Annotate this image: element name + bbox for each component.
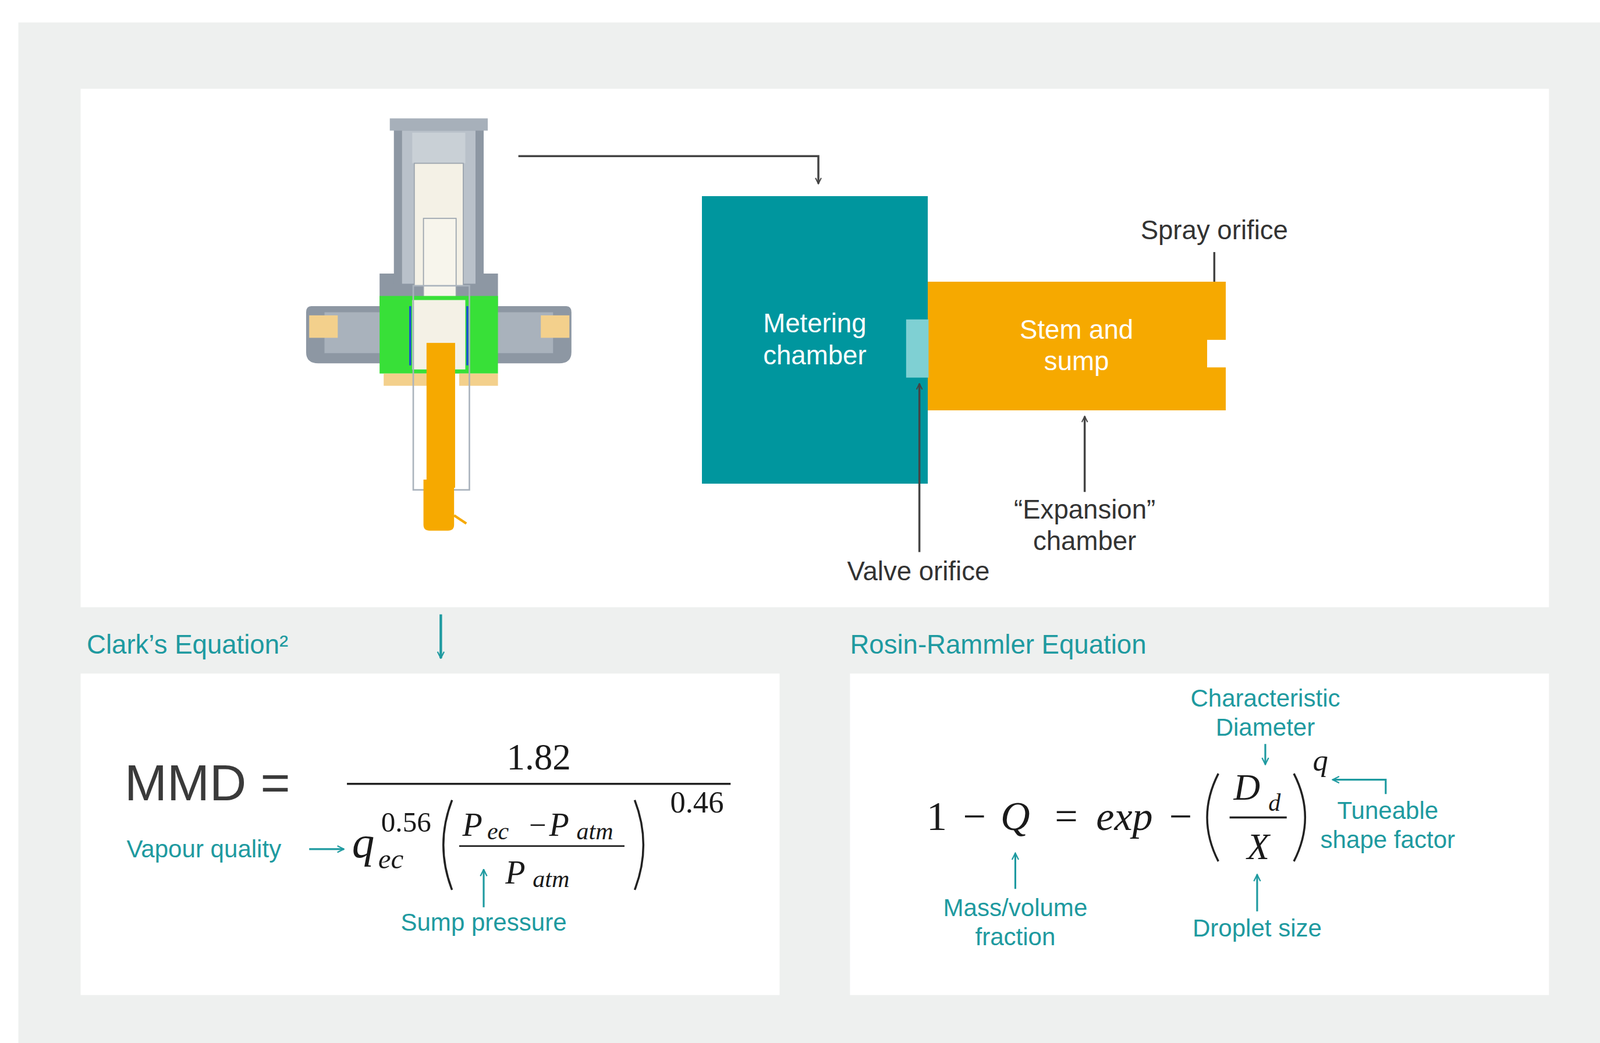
clark-annotation-arrows [309,848,344,850]
section-heading: Rosin-Rammler Equation [849,629,1147,661]
clark-equation-strokes [459,845,625,847]
rosin-annotation-arrows [1256,874,1258,912]
valve-illustration [306,118,572,531]
valve-illustration [413,285,470,491]
valve-illustration [540,315,570,339]
rosin-panel [849,673,1549,995]
rosin-equation-strokes [1229,816,1287,819]
equation-symbol: D [1233,765,1261,810]
callout-label: Spray orifice [1140,214,1289,247]
stem-sump: Stem and sump [927,281,1226,411]
valve-illustration [426,342,456,488]
leader-line [918,383,921,552]
equation-exponent: q [1312,742,1328,779]
callout-label: “Expansion” chamber [998,494,1172,558]
annotation: Sump pressure [400,907,567,938]
annotation: Vapour quality [126,834,282,864]
clark-panel [80,673,780,995]
box-label: Stem and sump [1005,314,1148,378]
valve-illustration [389,118,488,131]
equation-subscript: atm [576,817,614,847]
valve-illustration [309,315,338,339]
equation-symbol: P [505,853,525,892]
equation-term: exp [1095,792,1153,841]
leader-arrows [439,614,442,659]
clark-equation-strokes [634,800,644,890]
annotation: Characteristic Diameter [1163,684,1368,743]
annotation: Droplet size [1192,914,1322,944]
clark-equation-strokes [443,800,453,890]
box-label: Metering chamber [738,307,892,372]
rosin-equation-strokes [1207,773,1219,862]
equation-exponent: 0.56 [381,805,432,840]
equation-operator: − [963,792,987,841]
valve-illustration [423,479,455,531]
rosin-annotation-arrows [1014,853,1017,889]
equation-term: 1 [926,792,947,841]
clark-equation-strokes [346,782,731,786]
rosin-annotation-arrows [1264,743,1266,765]
equation-subscript: ec [487,817,509,847]
annotation: Tuneable shape factor [1308,796,1467,855]
section-heading: Clark’s Equation² [86,629,289,661]
equation-operator: = [1054,792,1078,841]
valve-illustration [466,306,469,366]
leader-arrows [1083,416,1087,492]
metering-chamber: Metering chamber [701,196,928,484]
rosin-equation-strokes [1293,773,1305,862]
valve-illustration [459,373,499,386]
equation-symbol: Q [1000,792,1031,841]
top-panel [80,89,1550,608]
clark-annotation-arrows [482,869,485,908]
callout-label: Valve orifice [846,555,990,588]
leader-arrows [518,155,819,184]
valve-orifice [906,319,929,378]
annotation: Mass/volume fraction [928,893,1102,952]
backdrop [18,22,1600,1043]
equation-symbol: P [462,804,483,844]
equation-subscript: d [1268,788,1281,818]
valve-illustration [412,132,466,164]
spray-orifice-notch [1207,339,1228,368]
equation-symbol: X [1246,825,1270,869]
equation-subscript: atm [532,864,570,894]
valve-illustration [453,515,467,524]
rosin-annotation-arrows [1332,779,1386,795]
equation-subscript: ec [378,842,404,876]
valve-illustration [409,306,412,366]
equation-symbol: q [352,816,375,870]
equation-exponent: 0.46 [669,783,724,821]
equation-symbol: P [549,804,570,844]
equation-term: 1.82 [506,735,571,779]
valve-illustration [383,373,429,386]
equation-operator: − [529,806,547,843]
equation-term: MMD = [124,753,291,814]
equation-operator: − [1169,792,1193,841]
